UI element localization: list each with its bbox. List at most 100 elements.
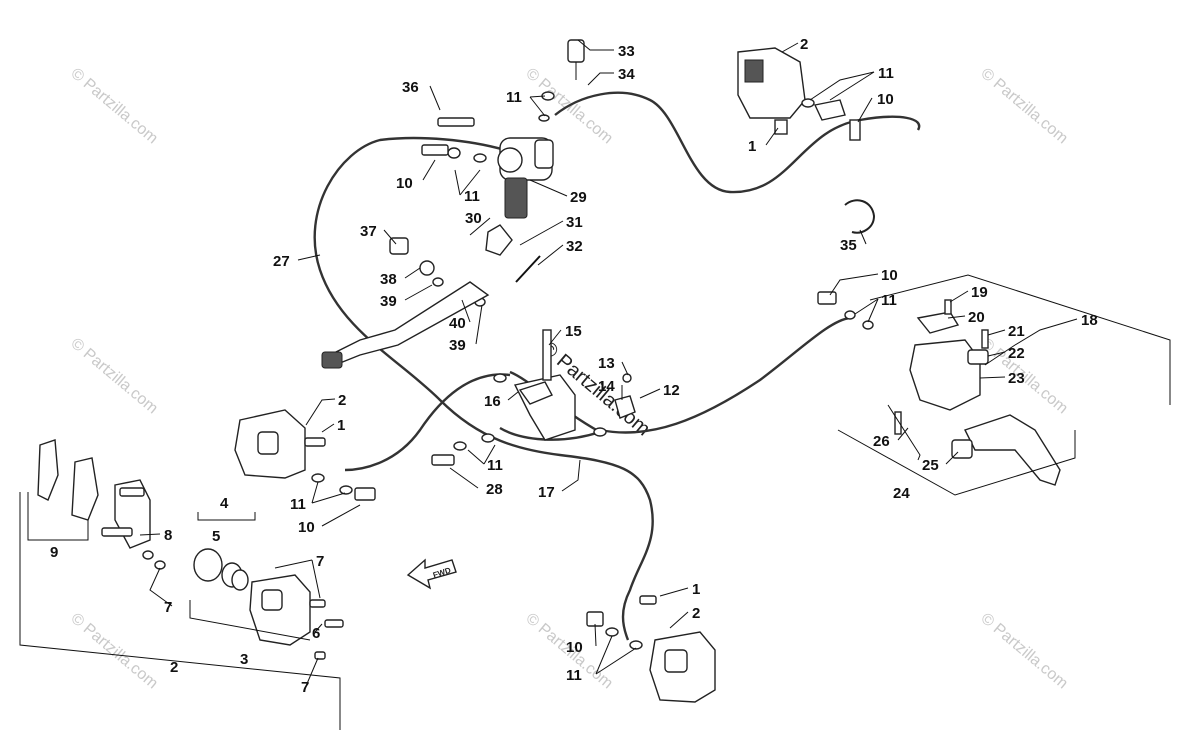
callout-15: 15 — [565, 323, 582, 340]
pin-8 — [119, 487, 145, 497]
bolt-1 — [639, 595, 657, 605]
hand-brake-master-cylinder — [817, 291, 1061, 486]
callout-20: 20 — [968, 309, 985, 326]
callout-2: 2 — [692, 605, 700, 622]
callout-10: 10 — [877, 91, 894, 108]
bracket-18 — [869, 274, 1171, 405]
forward-arrow: FWD — [406, 558, 457, 590]
caliper-body — [737, 47, 806, 119]
washer-11 — [629, 640, 643, 650]
callout-29: 29 — [570, 189, 587, 206]
callout-10: 10 — [566, 639, 583, 656]
clamp-22 — [967, 349, 989, 365]
bleeder-6 — [324, 619, 344, 628]
caliper-left-mid — [234, 409, 376, 501]
brake-pad-9 — [71, 457, 99, 521]
callout-2: 2 — [338, 392, 346, 409]
callout-26: 26 — [873, 433, 890, 450]
brake-lever-24 — [964, 414, 1061, 486]
callout-12: 12 — [663, 382, 680, 399]
bracket-9 — [27, 492, 89, 541]
callout-19: 19 — [971, 284, 988, 301]
callout-36: 36 — [402, 79, 419, 96]
fitting — [593, 427, 607, 437]
bracket-2 — [19, 492, 341, 730]
caliper-piston — [257, 431, 279, 455]
watermark: © Partzilla.com — [977, 610, 1071, 692]
watermark: © Partzilla.com — [67, 65, 161, 147]
washer-11 — [453, 441, 467, 451]
callout-32: 32 — [566, 238, 583, 255]
callout-14: 14 — [598, 378, 615, 395]
washer-11 — [481, 433, 495, 443]
callout-7: 7 — [316, 553, 324, 570]
caliper-bottom-right — [586, 595, 716, 703]
bolt-10 — [586, 611, 604, 627]
callout-2: 2 — [800, 36, 808, 53]
callout-40: 40 — [449, 315, 466, 332]
callout-11: 11 — [290, 496, 306, 513]
callout-2: 2 — [170, 659, 178, 676]
callout-numbers: 33 34 11 36 2 11 10 1 10 11 29 30 31 32 … — [50, 36, 1098, 696]
callout-37: 37 — [360, 223, 377, 240]
callout-30: 30 — [465, 210, 482, 227]
watermark: © Partzilla.com — [977, 65, 1071, 147]
master-cylinder-body-23 — [909, 339, 981, 411]
pin-8 — [101, 527, 133, 537]
watermark: © Partzilla.com — [67, 335, 161, 417]
washer-11 — [862, 320, 874, 330]
junction-top — [518, 381, 553, 405]
clevis-30 — [485, 224, 513, 256]
bracket-3 — [189, 600, 311, 641]
callout-27: 27 — [273, 253, 290, 270]
callout-34: 34 — [618, 66, 635, 83]
callout-22: 22 — [1008, 345, 1025, 362]
washer-11 — [473, 153, 487, 163]
callout-38: 38 — [380, 271, 397, 288]
callout-5: 5 — [212, 528, 220, 545]
snap-ring-35 — [844, 199, 876, 234]
callout-3: 3 — [240, 651, 248, 668]
hose-28 — [499, 426, 601, 441]
hose-16 — [344, 373, 511, 472]
bolt-1 — [304, 437, 326, 447]
callout-11: 11 — [506, 89, 522, 106]
bracket-26 — [887, 404, 921, 461]
callout-39: 39 — [449, 337, 466, 354]
callout-24: 24 — [893, 485, 910, 502]
group-brackets — [19, 274, 1171, 730]
caliper-piston — [664, 649, 688, 673]
bracket-4 — [197, 512, 256, 521]
callout-35: 35 — [840, 237, 857, 254]
caliper-piston-bore — [261, 589, 283, 611]
callout-31: 31 — [566, 214, 583, 231]
bolt-10 — [354, 487, 376, 501]
brake-pedal-40 — [321, 281, 490, 369]
screw-13 — [622, 373, 632, 383]
callout-9: 9 — [50, 544, 58, 561]
clip-12 — [614, 395, 636, 419]
bracket — [813, 99, 846, 121]
callout-1: 1 — [692, 581, 700, 598]
callout-39: 39 — [380, 293, 397, 310]
callout-17: 17 — [538, 484, 555, 501]
caliper-top-right — [737, 47, 861, 141]
caliper-kit-exploded — [37, 439, 344, 660]
pin-7 — [309, 599, 326, 608]
reservoir-cap-20 — [916, 311, 960, 334]
caliper-pad — [744, 59, 764, 83]
hose-34 — [554, 91, 921, 194]
washer-11 — [447, 147, 461, 159]
callout-11: 11 — [881, 292, 897, 309]
screw-21 — [981, 329, 989, 349]
screw-19 — [944, 299, 952, 315]
brake-pad-9 — [37, 439, 59, 501]
callout-4: 4 — [220, 495, 229, 512]
cotter-pin-32 — [515, 255, 541, 283]
pedal-pad — [321, 351, 343, 369]
cap-7 — [314, 651, 326, 660]
callout-10: 10 — [298, 519, 315, 536]
callout-28: 28 — [486, 481, 503, 498]
bolt-28 — [431, 454, 455, 466]
